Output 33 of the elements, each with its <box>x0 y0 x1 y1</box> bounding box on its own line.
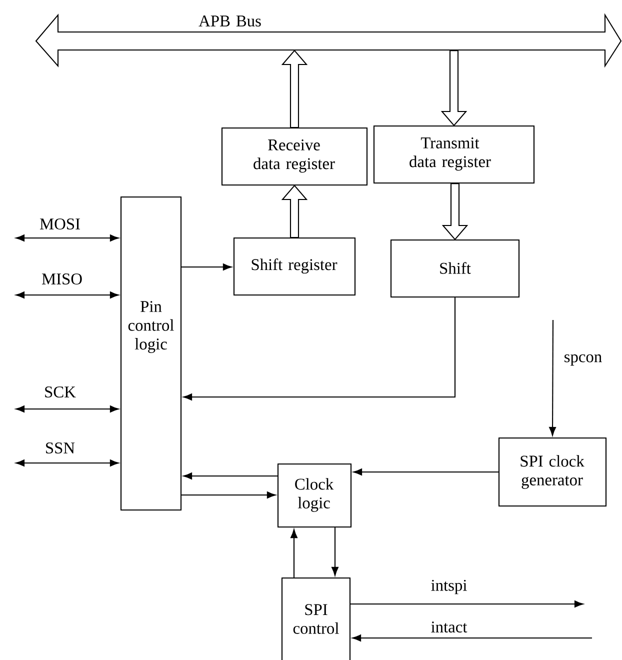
arrow <box>183 298 456 400</box>
arrow <box>16 406 119 412</box>
arrow <box>442 183 468 240</box>
arrow <box>281 184 308 238</box>
edge-label: MISO <box>40 272 84 286</box>
control-box: SPI control <box>281 577 351 660</box>
arrow <box>182 264 232 270</box>
logic-box: Clock logic <box>277 463 352 528</box>
arrow <box>332 528 338 576</box>
edge-label: intspi <box>430 578 468 596</box>
arrow <box>440 50 468 126</box>
arrow <box>16 292 119 298</box>
edge-label: SSN <box>44 441 76 455</box>
edge-label: intact <box>430 620 468 634</box>
arrow <box>352 634 592 642</box>
edge-label: SCK <box>42 385 78 399</box>
arrow <box>183 472 278 480</box>
arrow <box>350 600 584 608</box>
logic-box: Pin control logic <box>120 196 182 511</box>
arrow <box>281 50 308 128</box>
arrow <box>16 460 119 466</box>
register-box: Transmit data register <box>373 125 535 184</box>
register-box: Shift <box>390 239 520 298</box>
arrow <box>549 320 556 436</box>
register-box: Receive data register <box>221 127 368 186</box>
register-box: Shift register <box>233 237 356 296</box>
edge-label: MOSI <box>38 217 82 231</box>
arrow <box>290 529 298 578</box>
generator-box: SPI clock generator <box>498 437 607 507</box>
arrow <box>353 468 498 476</box>
arrow <box>16 234 119 242</box>
edge-label: spcon <box>562 353 604 367</box>
arrow <box>182 492 276 498</box>
